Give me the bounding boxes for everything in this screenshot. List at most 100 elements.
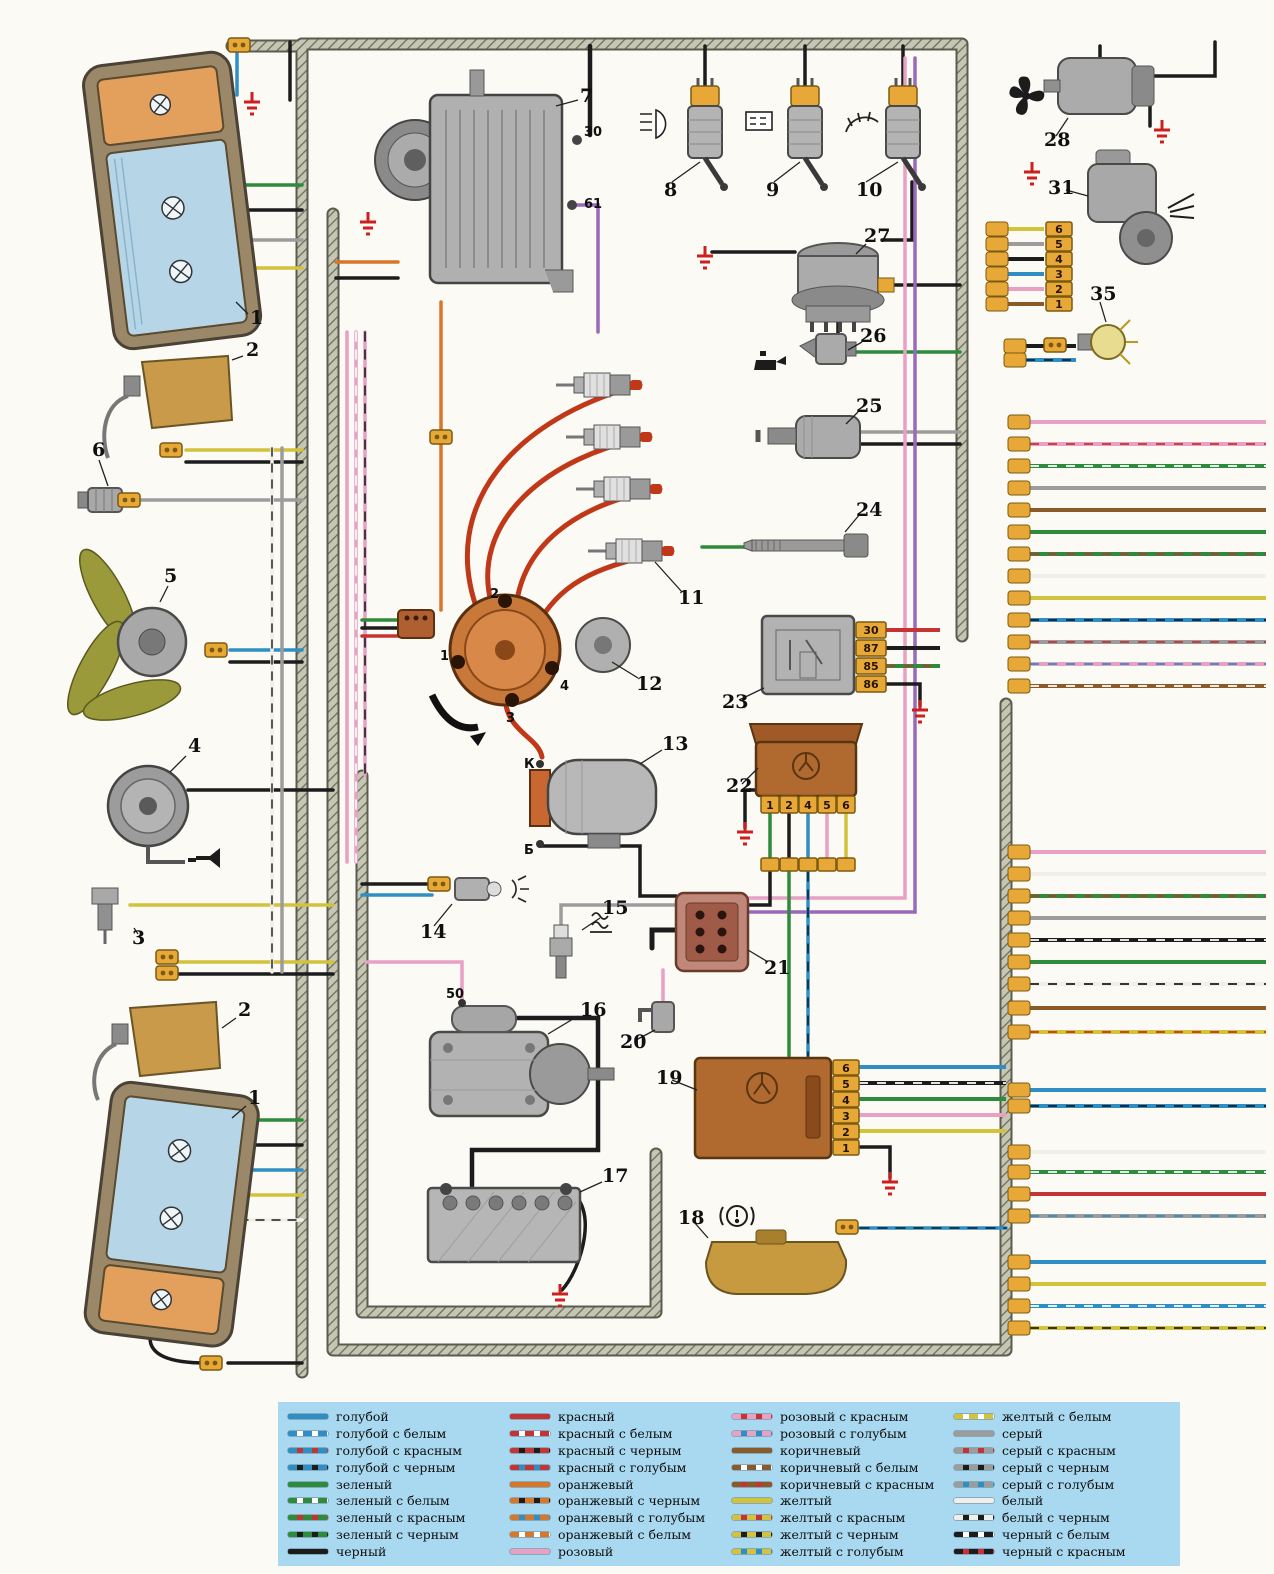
component-6 (77, 487, 123, 513)
wire-connector (985, 236, 1009, 252)
legend-label: голубой с красным (336, 1442, 462, 1458)
legend-entry: оранжевый с черным (510, 1493, 726, 1508)
pin-label: 4 (804, 799, 812, 812)
wire-connector (1007, 910, 1031, 926)
wiring-harness (225, 37, 1013, 1379)
legend-entry: красный с белым (510, 1426, 726, 1441)
wire-connector (1007, 590, 1031, 606)
legend-label: зеленый с черным (336, 1527, 459, 1543)
coolant-temp-icon (590, 912, 612, 933)
wire-swatch (510, 1515, 550, 1521)
switch-8 (640, 78, 728, 191)
alternator (374, 69, 582, 293)
wire-swatch (732, 1447, 772, 1453)
wire-swatch (954, 1515, 994, 1521)
wire-connector (1007, 888, 1031, 904)
ignition-switch (791, 242, 895, 332)
legend-label: красный с белым (558, 1425, 673, 1441)
pin-label: 3 (1055, 268, 1063, 281)
pilot-lamp-14 (454, 875, 529, 903)
headlight-bottom (83, 1080, 260, 1348)
callout-7: 7 (580, 85, 593, 107)
legend-label: коричневый (780, 1442, 861, 1458)
wire-connector (1007, 976, 1031, 992)
legend-entry: серый с черным (954, 1460, 1170, 1475)
wire-swatch (732, 1481, 772, 1487)
spark-plugs (556, 372, 674, 564)
legend-label: зеленый с белым (336, 1493, 450, 1509)
pin-label: 6 (842, 799, 850, 812)
wire-swatch (288, 1481, 328, 1487)
wire-swatch (288, 1515, 328, 1521)
headlight-top (82, 50, 263, 351)
legend-label: серый с черным (1002, 1459, 1110, 1475)
washer-reservoir-top (102, 354, 234, 459)
callout-labels: 1 2 6 5 4 3 2 1 7 8 9 10 11 12 13 14 15 … (92, 85, 1116, 1229)
wire-connector (1007, 866, 1031, 882)
legend-entry: коричневый с красным (732, 1477, 948, 1492)
wire-swatch (732, 1532, 772, 1538)
wire-swatch (954, 1549, 994, 1554)
components-layer (67, 50, 1195, 1348)
relay-19 (693, 1056, 833, 1160)
legend-entry: желтый с черным (732, 1527, 948, 1542)
legend-label: красный с черным (558, 1442, 682, 1458)
legend-entry: голубой с белым (288, 1426, 504, 1441)
legend-label: серый с красным (1002, 1442, 1116, 1458)
ignition-coil (529, 758, 658, 849)
callout-31: 31 (1048, 177, 1074, 199)
legend-label: желтый с черным (780, 1527, 899, 1543)
legend-entry: желтый с голубым (732, 1544, 948, 1559)
dist-pin-3: 3 (506, 711, 515, 726)
legend-entry: серый с красным (954, 1443, 1170, 1458)
wire-connector (1007, 1320, 1031, 1336)
wire-connector (985, 251, 1009, 267)
wire-swatch (954, 1447, 994, 1453)
callout-6: 6 (92, 439, 105, 461)
temp-sensor-15 (549, 912, 612, 979)
pin-label: 4 (842, 1094, 850, 1107)
relay-22 (748, 723, 864, 872)
dist-pin-2: 2 (490, 587, 499, 602)
legend-entry: желтый с белым (954, 1409, 1170, 1424)
legend-entry: розовый (510, 1544, 726, 1559)
legend-entry: голубой (288, 1409, 504, 1424)
wire-connector (1007, 414, 1031, 430)
wire-connector (985, 266, 1009, 282)
legend-label: голубой с черным (336, 1459, 456, 1475)
legend-entry: белый с черным (954, 1510, 1170, 1525)
pin-blocks: 6 5 4 3 2 1 30 87 85 86 1 2 4 5 6 6 (760, 221, 1073, 1156)
lamp-35 (1077, 319, 1138, 365)
pin-label: 5 (1055, 238, 1063, 251)
wire-swatch (954, 1481, 994, 1487)
spark-plug (566, 424, 652, 450)
legend-entry: красный с черным (510, 1443, 726, 1458)
wiring-layer (128, 40, 1217, 1365)
callout-4: 4 (188, 735, 201, 757)
legend-entry: красный с голубым (510, 1460, 726, 1475)
callout-35: 35 (1090, 283, 1116, 305)
wire-swatch (732, 1464, 772, 1470)
pin-label: 2 (842, 1126, 850, 1139)
legend-entry: коричневый (732, 1443, 948, 1458)
legend-label: оранжевый (558, 1476, 634, 1492)
terminal-30: 30 (584, 125, 602, 140)
callout-17: 17 (602, 1165, 628, 1187)
legend-label: оранжевый с черным (558, 1493, 701, 1509)
callout-28: 28 (1044, 129, 1070, 151)
pin-label: 1 (1055, 298, 1063, 311)
pin-label: 1 (842, 1142, 850, 1155)
dist-pin-1: 1 (440, 649, 449, 664)
wire-connector (1007, 612, 1031, 628)
legend-entry: голубой с черным (288, 1460, 504, 1475)
wire-swatch (510, 1481, 550, 1487)
solenoid (755, 415, 861, 459)
legend-entry: зеленый с красным (288, 1510, 504, 1525)
wire-connector (1007, 844, 1031, 860)
bolt (743, 533, 869, 558)
legend-entry: зеленый с черным (288, 1527, 504, 1542)
wire-connector (1007, 458, 1031, 474)
